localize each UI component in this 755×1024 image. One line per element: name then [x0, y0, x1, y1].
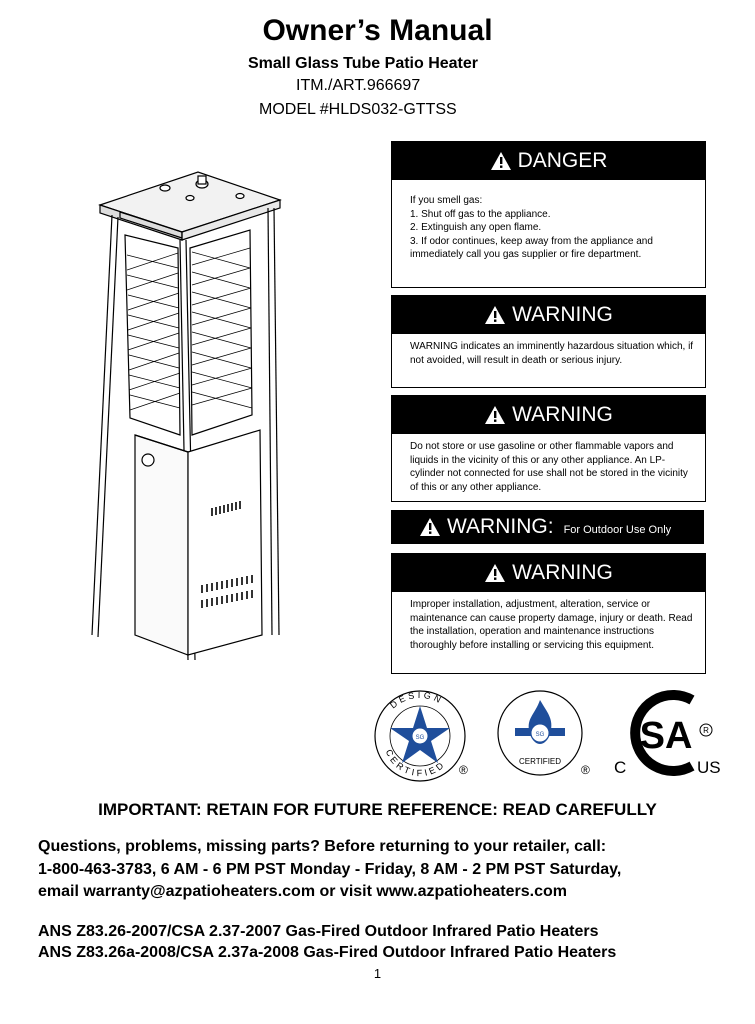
certified-flame-logo: SG CERTIFIED: [497, 690, 583, 776]
page-number: 1: [373, 966, 382, 981]
warning-box-flammable: WARNING Do not store or use gasoline or …: [391, 395, 706, 502]
standard-line: ANS Z83.26a-2008/CSA 2.37a-2008 Gas-Fire…: [38, 944, 617, 961]
standard-line: ANS Z83.26-2007/CSA 2.37-2007 Gas-Fired …: [38, 923, 599, 940]
warning-triangle-icon: [485, 406, 506, 424]
warning-heading: WARNING: [512, 303, 613, 326]
warning-box-installation: WARNING Improper installation, adjustmen…: [391, 553, 706, 674]
danger-box: DANGER If you smell gas: 1. Shut off gas…: [391, 141, 706, 288]
warning-heading: WARNING: [512, 403, 613, 426]
certified-label: CERTIFIED: [519, 757, 561, 766]
warning-box-hazard: WARNING WARNING indicates an imminently …: [391, 295, 706, 388]
outdoor-warning-heading: WARNING:: [447, 515, 554, 538]
csa-us-mark: US: [697, 758, 721, 777]
outdoor-warning-note: For Outdoor Use Only: [563, 524, 672, 536]
danger-text: If you smell gas: 1. Shut off gas to the…: [410, 195, 653, 260]
warning-triangle-icon: [485, 306, 506, 324]
warning-heading: WARNING: [512, 561, 613, 584]
standards-info: ANS Z83.26-2007/CSA 2.37-2007 Gas-Fired …: [38, 921, 616, 963]
contact-info: Questions, problems, missing parts? Befo…: [38, 836, 621, 904]
product-name: Small Glass Tube Patio Heater: [248, 55, 479, 72]
patio-heater-illustration: [91, 171, 282, 661]
important-notice: IMPORTANT: RETAIN FOR FUTURE REFERENCE: …: [98, 800, 657, 819]
warning-triangle-icon: [420, 518, 440, 536]
svg-text:SG: SG: [416, 735, 425, 741]
contact-line: Questions, problems, missing parts? Befo…: [38, 838, 607, 855]
design-certified-logo: SG DESIGN CERTIFIED: [374, 690, 466, 782]
warning-installation-text: Improper installation, adjustment, alter…: [410, 599, 693, 651]
svg-text:SA: SA: [640, 715, 693, 757]
svg-text:SG: SG: [536, 732, 545, 738]
csa-c-mark: C: [614, 758, 627, 777]
registered-mark: ®: [581, 763, 590, 777]
svg-text:R: R: [703, 726, 709, 735]
contact-email-line: email warranty@azpatioheaters.com or vis…: [38, 883, 567, 900]
model-number: MODEL #HLDS032-GTTSS: [259, 101, 457, 118]
warning-flammable-text: Do not store or use gasoline or other fl…: [410, 441, 688, 493]
warning-triangle-icon: [485, 564, 506, 582]
danger-heading: DANGER: [517, 149, 608, 172]
outdoor-use-warning: WARNING: For Outdoor Use Only: [391, 510, 704, 544]
contact-phone-line: 1-800-463-3783, 6 AM - 6 PM PST Monday -…: [38, 860, 622, 878]
document-title: Owner’s Manual: [262, 14, 493, 47]
item-number: ITM./ART.966697: [296, 77, 421, 94]
warning-hazard-text: WARNING indicates an imminently hazardou…: [410, 341, 694, 366]
csa-logo: SA R: [630, 690, 713, 776]
registered-mark: ®: [459, 763, 468, 777]
warning-triangle-icon: [490, 152, 511, 170]
